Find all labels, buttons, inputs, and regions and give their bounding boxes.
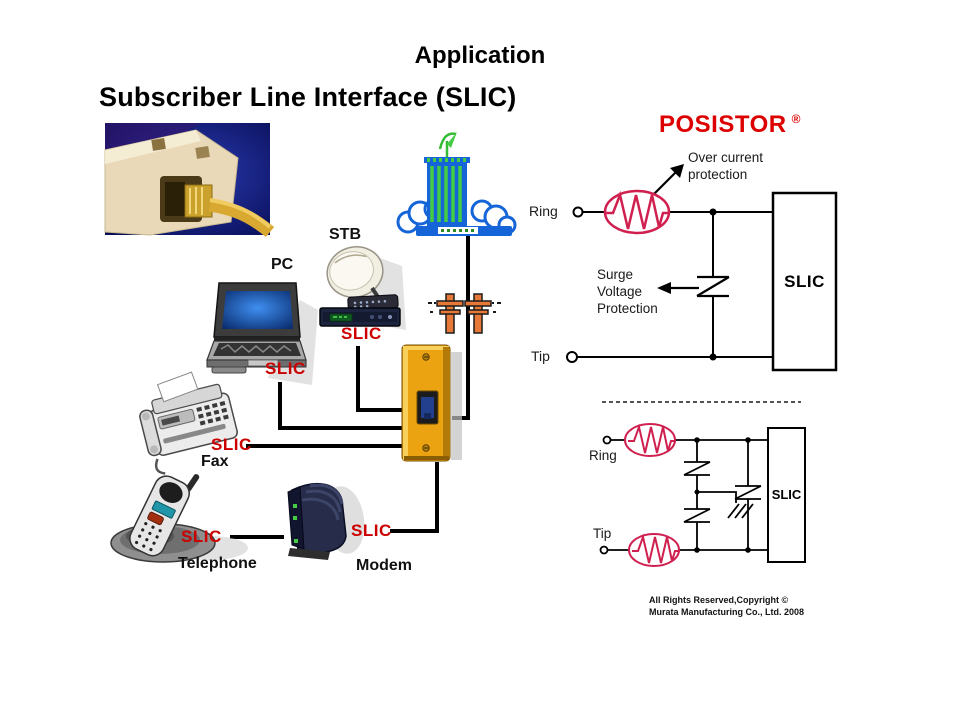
copyright-notice: All Rights Reserved,Copyright © Murata M… bbox=[649, 594, 804, 618]
surge-arrowhead bbox=[657, 282, 671, 294]
slic-box-label-2: SLIC bbox=[771, 487, 802, 502]
posistor-symbol-tip bbox=[628, 533, 680, 567]
pc-label: PC bbox=[271, 256, 294, 273]
protection-circuit-schematic bbox=[566, 164, 838, 372]
slic-label-fax: SLIC bbox=[211, 435, 252, 454]
ring-terminal-2 bbox=[602, 435, 612, 445]
stb-label: STB bbox=[329, 226, 361, 243]
tip-label-2: Tip bbox=[593, 526, 612, 541]
fax-label: Fax bbox=[201, 453, 229, 470]
slic-label-modem: SLIC bbox=[351, 521, 392, 540]
central-office-building-icon bbox=[396, 132, 517, 236]
slic-label-telephone: SLIC bbox=[181, 527, 222, 546]
tip-label: Tip bbox=[531, 348, 550, 364]
tip-terminal-2 bbox=[599, 545, 609, 555]
telephone-icon bbox=[110, 474, 248, 563]
telephone-label: Telephone bbox=[178, 555, 257, 572]
surge-line2: Voltage bbox=[597, 284, 643, 299]
detail-circuit-schematic bbox=[599, 423, 806, 567]
slic-box bbox=[771, 191, 838, 372]
phone-connector-photo bbox=[104, 123, 275, 238]
surge-voltage-protection-label: Surge Voltage Protection bbox=[597, 266, 658, 317]
over-current-arrowhead bbox=[670, 164, 684, 178]
ring-label-2: Ring bbox=[589, 448, 617, 463]
pc-laptop-icon bbox=[206, 282, 318, 385]
wall-jack-icon bbox=[401, 344, 462, 462]
posistor-logo: POSISTOR ® bbox=[659, 111, 800, 139]
surge-line3: Protection bbox=[597, 301, 658, 316]
utility-poles-icon bbox=[428, 293, 501, 334]
tip-terminal bbox=[566, 351, 578, 363]
registered-trademark-icon: ® bbox=[791, 112, 801, 126]
slic-box-2 bbox=[767, 427, 806, 563]
over-current-line1: Over current bbox=[688, 150, 764, 165]
ring-terminal bbox=[572, 206, 584, 218]
over-current-protection-label: Over current protection bbox=[688, 149, 763, 183]
slide-title: Application bbox=[414, 42, 546, 69]
copyright-line1: All Rights Reserved,Copyright © bbox=[649, 595, 789, 605]
copyright-line2: Murata Manufacturing Co., Ltd. 2008 bbox=[649, 607, 805, 617]
slic-label-pc: SLIC bbox=[265, 359, 306, 378]
slic-label-stb: SLIC bbox=[341, 324, 382, 343]
stb-icon bbox=[319, 246, 406, 330]
fax-icon bbox=[139, 371, 238, 475]
posistor-symbol bbox=[603, 189, 671, 235]
ring-label: Ring bbox=[529, 203, 558, 219]
page-heading: Subscriber Line Interface (SLIC) bbox=[99, 82, 517, 112]
posistor-brand-text: POSISTOR bbox=[659, 111, 787, 138]
over-current-line2: protection bbox=[688, 167, 748, 182]
modem-icon bbox=[287, 482, 365, 560]
modem-label: Modem bbox=[356, 557, 412, 574]
posistor-symbol-ring bbox=[624, 423, 676, 457]
slic-box-label: SLIC bbox=[784, 272, 825, 291]
surge-line1: Surge bbox=[597, 267, 634, 282]
